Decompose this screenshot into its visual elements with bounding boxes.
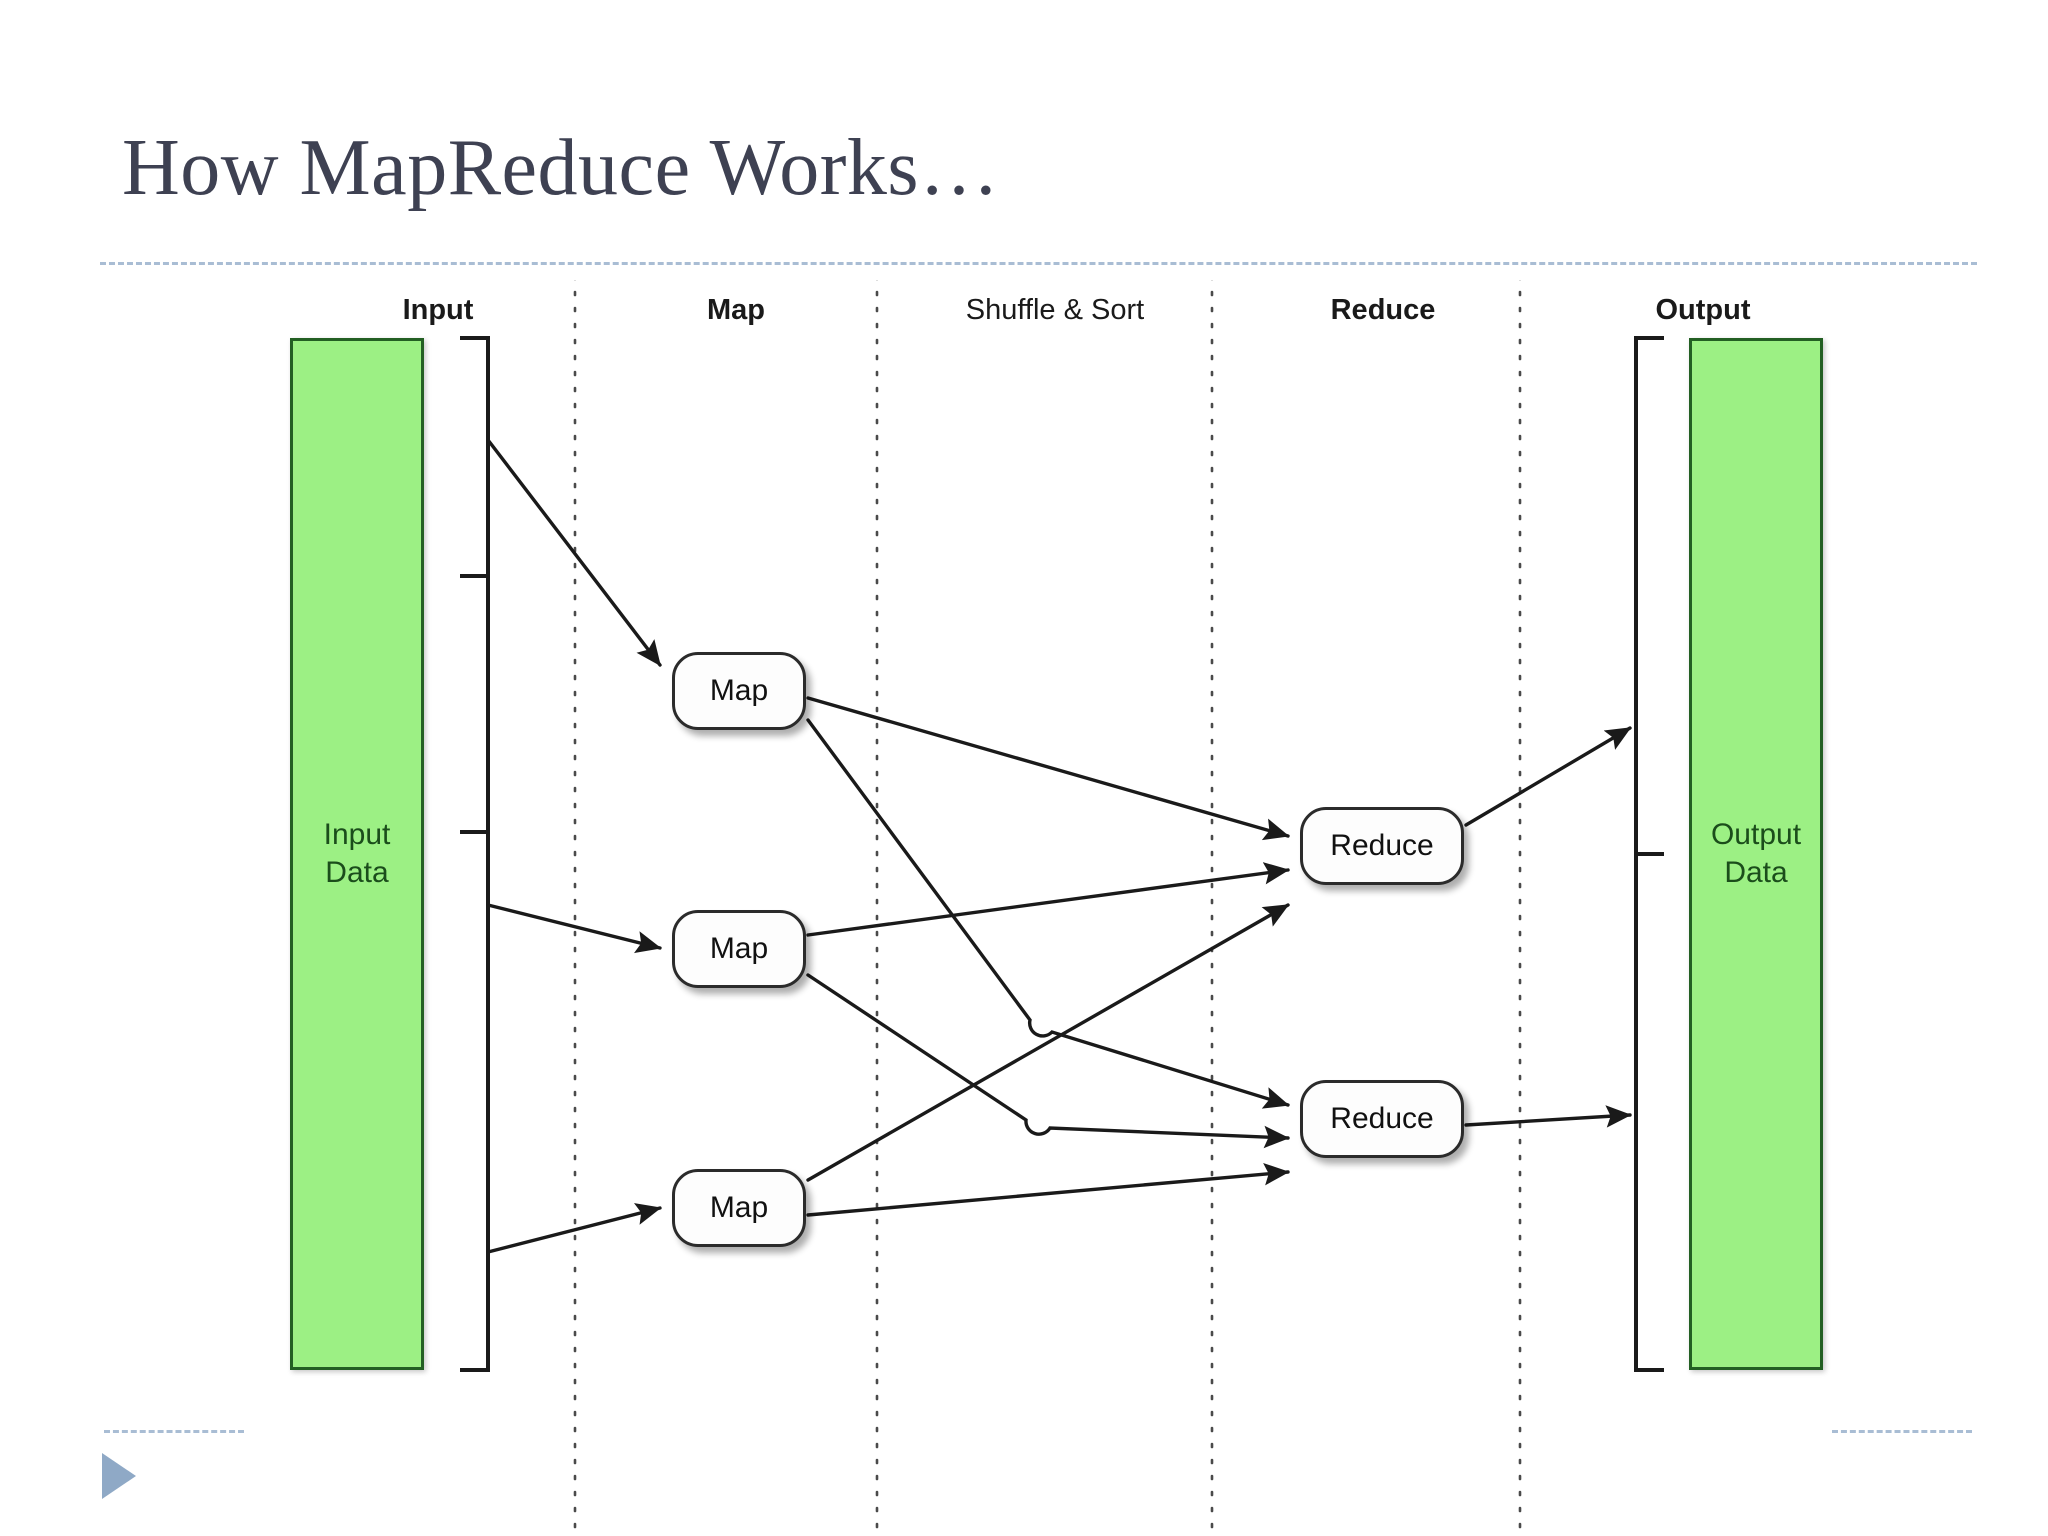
edges-reduce-to-output <box>1464 726 1632 1128</box>
reduce-node-0-label: Reduce <box>1330 829 1434 862</box>
output-data-box: Output Data <box>1689 338 1823 1370</box>
input-data-box: Input Data <box>290 338 424 1370</box>
footer-divider-left <box>104 1430 244 1433</box>
output-collect-bracket <box>1634 336 1664 1372</box>
edge-input2-map2 <box>486 1203 662 1254</box>
edge-input0-map0 <box>486 438 662 667</box>
stage-header-map: Map <box>707 294 765 326</box>
stage-header-output: Output <box>1655 294 1751 326</box>
triangle-bullet-icon <box>102 1453 136 1499</box>
edge-map2-reduce1 <box>806 1162 1290 1217</box>
page-title: How MapReduce Works… <box>122 124 1000 212</box>
edge-map1-reduce1 <box>806 973 1290 1149</box>
mapreduce-diagram: Input Map Shuffle & Sort Reduce Output <box>0 280 2048 1536</box>
map-node-1-label: Map <box>709 932 769 965</box>
map-node-0: Map <box>672 652 806 730</box>
edges-map-to-reduce <box>806 696 1290 1217</box>
edge-map1-reduce0 <box>806 862 1290 937</box>
stage-header-reduce: Reduce <box>1330 294 1436 326</box>
footer-divider-right <box>1832 1430 1972 1433</box>
reduce-node-1: Reduce <box>1300 1080 1464 1158</box>
map-node-0-label: Map <box>709 674 769 707</box>
edges-input-to-map <box>486 438 662 1254</box>
stage-header-input: Input <box>402 294 474 326</box>
map-node-2: Map <box>672 1169 806 1247</box>
map-node-2-label: Map <box>709 1191 769 1224</box>
map-node-1: Map <box>672 910 806 988</box>
title-divider <box>100 262 1977 265</box>
edge-map2-reduce0 <box>806 903 1290 1182</box>
edge-map0-reduce1 <box>806 718 1290 1109</box>
stage-separators <box>573 280 1522 1536</box>
edge-map0-reduce0 <box>806 696 1290 841</box>
stage-header-shuffle-sort: Shuffle & Sort <box>965 294 1145 326</box>
reduce-node-0: Reduce <box>1300 807 1464 885</box>
edge-reduce0-output <box>1464 726 1632 827</box>
input-data-label: Input Data <box>323 817 391 889</box>
output-data-label: Output Data <box>1710 817 1802 889</box>
reduce-node-1-label: Reduce <box>1330 1102 1434 1135</box>
edge-reduce1-output <box>1464 1105 1632 1128</box>
edge-input1-map1 <box>486 903 662 954</box>
input-split-bracket <box>460 336 490 1372</box>
diagram-canvas <box>460 280 1664 1536</box>
